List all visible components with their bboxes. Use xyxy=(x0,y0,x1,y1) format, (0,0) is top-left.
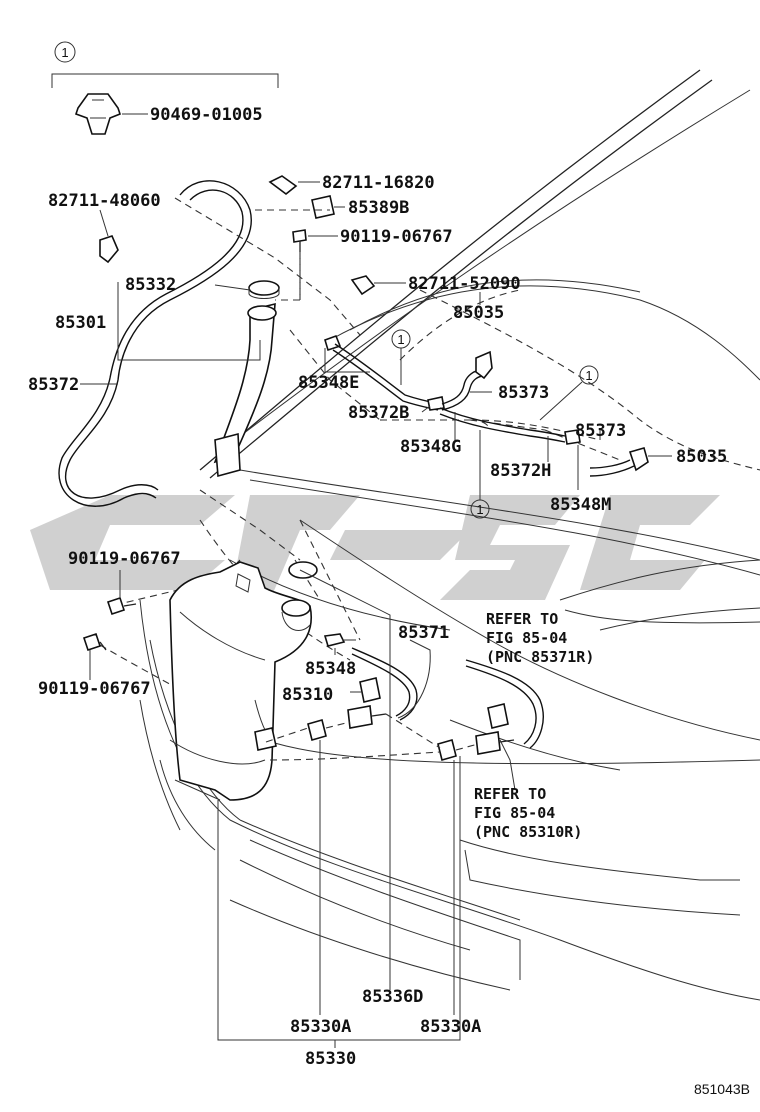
label-82711-52090: 82711-52090 xyxy=(408,274,521,294)
bolt-90119-low-icon xyxy=(82,632,107,652)
grommet-85336D-icon xyxy=(288,561,318,579)
refer-2-line1: REFER TO xyxy=(474,785,546,803)
label-85372: 85372 xyxy=(28,375,79,395)
callout-marker-icon xyxy=(54,41,76,63)
refer-1-line2: FIG 85-04 xyxy=(486,629,567,647)
refer-2-line3: (PNC 85310R) xyxy=(474,823,582,841)
label-85373-right: 85373 xyxy=(575,421,626,441)
label-85332: 85332 xyxy=(125,275,176,295)
refer-2-line2: FIG 85-04 xyxy=(474,804,555,822)
bolt-90119-mid-icon xyxy=(106,596,137,616)
hose-clip-82711-48060-icon xyxy=(99,235,119,264)
callout-marker-a: 1 xyxy=(397,332,404,347)
label-85348: 85348 xyxy=(305,659,356,679)
label-85336D: 85336D xyxy=(362,987,423,1007)
label-85330: 85330 xyxy=(305,1049,356,1069)
filler-cap-85332-icon xyxy=(248,280,280,296)
grommet-85330A-right-icon xyxy=(437,739,457,761)
label-85348E: 85348E xyxy=(298,373,359,393)
watermark-logo xyxy=(30,495,720,600)
pump-85310-icon xyxy=(347,677,387,729)
label-85389B: 85389B xyxy=(348,198,409,218)
clip-82711-52090-icon xyxy=(350,275,376,296)
label-90119-06767-top: 90119-06767 xyxy=(340,227,453,247)
label-85372B: 85372B xyxy=(348,403,409,423)
label-82711-48060: 82711-48060 xyxy=(48,191,161,211)
label-85348G: 85348G xyxy=(400,437,461,457)
joint-85348-icon xyxy=(323,633,346,647)
label-85301: 85301 xyxy=(55,313,106,333)
refer-1-line3: (PNC 85371R) xyxy=(486,648,594,666)
pump-parts xyxy=(82,561,544,761)
label-85035-right: 85035 xyxy=(676,447,727,467)
bolt-90119-top-icon xyxy=(292,229,307,252)
grommet-85330A-left-icon xyxy=(307,719,327,741)
clamp-82711-16820-icon xyxy=(268,175,298,196)
label-85348M: 85348M xyxy=(550,495,611,515)
label-85310: 85310 xyxy=(282,685,333,705)
refer-note-85371R: REFER TO FIG 85-04 (PNC 85371R) xyxy=(486,610,594,666)
label-82711-16820: 82711-16820 xyxy=(322,173,435,193)
grommet-85389B-icon xyxy=(311,195,335,219)
figure-id: 851043B xyxy=(694,1081,750,1097)
washer-tank-85301 xyxy=(169,561,312,801)
label-90119-06767-low: 90119-06767 xyxy=(38,679,151,699)
part-labels: 82711-16820 82711-48060 85389B 90119-067… xyxy=(28,173,727,1069)
label-85371: 85371 xyxy=(398,623,449,643)
callout-marker-b: 1 xyxy=(585,368,592,383)
pump-85310R-icon xyxy=(475,703,515,755)
refer-1-line1: REFER TO xyxy=(486,610,558,628)
label-85330A-left: 85330A xyxy=(290,1017,351,1037)
joint-85348E-icon xyxy=(324,334,342,352)
label-90119-06767-mid: 90119-06767 xyxy=(68,549,181,569)
label-85035-top: 85035 xyxy=(453,303,504,323)
label-85372H: 85372H xyxy=(490,461,551,481)
label-90469-01005: 90469-01005 xyxy=(150,105,263,125)
label-85373-top: 85373 xyxy=(498,383,549,403)
refer-note-85310R: REFER TO FIG 85-04 (PNC 85310R) xyxy=(474,785,582,841)
callout-group-1: 1 90469-01005 xyxy=(51,41,279,135)
callout-number: 1 xyxy=(61,45,68,60)
label-85330A-right: 85330A xyxy=(420,1017,481,1037)
clip-90469-icon xyxy=(74,93,121,135)
leader-lines xyxy=(80,181,760,1048)
callout-marker-c: 1 xyxy=(476,502,483,517)
nozzle-85035-top-icon xyxy=(475,350,493,380)
nozzle-85035-right-icon xyxy=(628,447,649,472)
joint-85348M-icon xyxy=(564,429,581,445)
